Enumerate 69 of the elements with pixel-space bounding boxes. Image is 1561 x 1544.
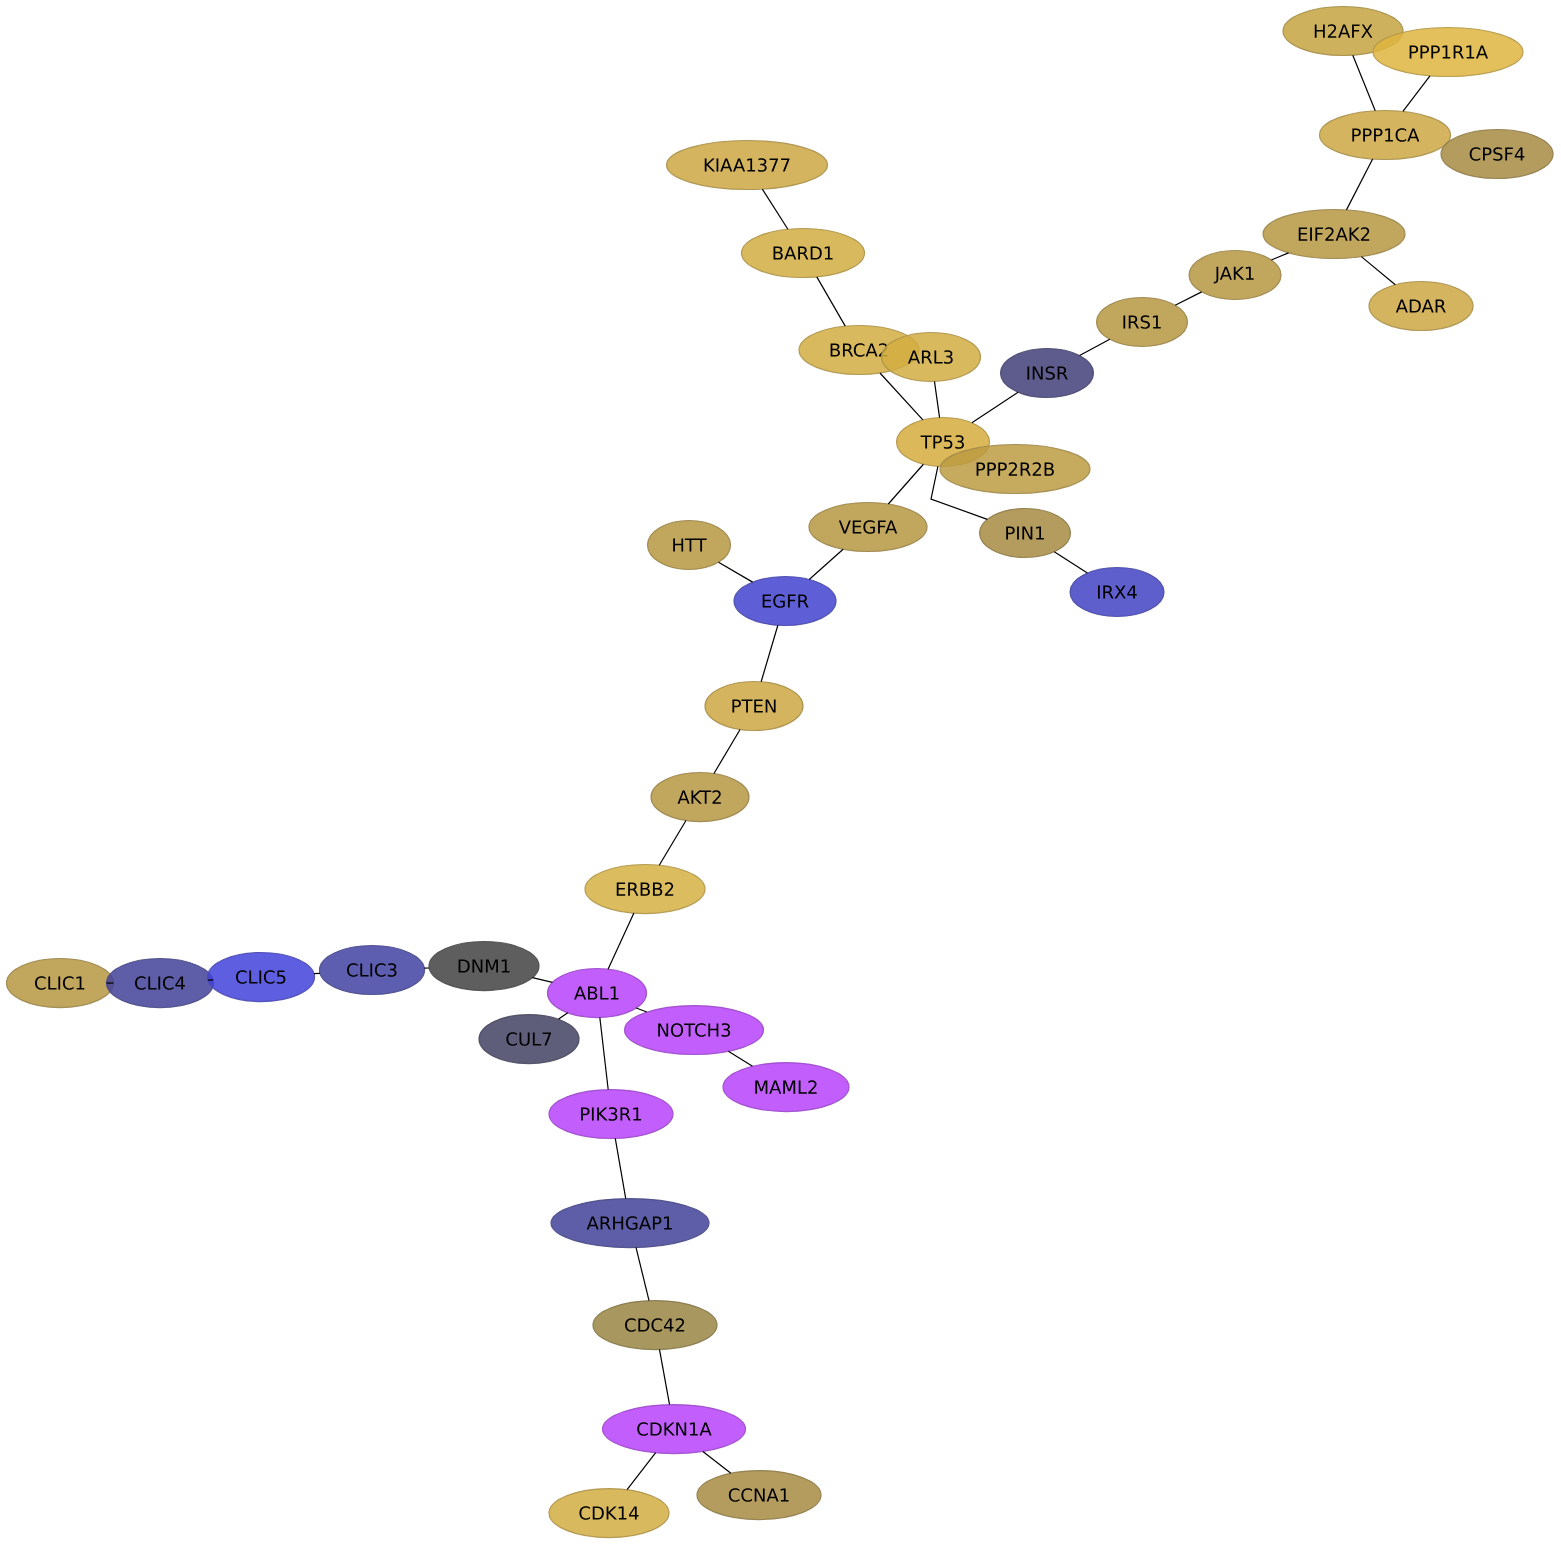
gene-node: IRS1 <box>1095 296 1189 348</box>
edge-line <box>816 276 846 327</box>
gene-node: ABL1 <box>546 967 648 1019</box>
gene-node: CDK14 <box>548 1487 670 1539</box>
gene-node: CLIC4 <box>105 957 215 1009</box>
edge-line <box>713 728 741 775</box>
edge-line <box>808 548 844 581</box>
edge-line <box>313 972 321 975</box>
edge-line <box>887 463 924 505</box>
gene-node: ERBB2 <box>584 863 706 915</box>
gene-node: NOTCH3 <box>623 1004 765 1056</box>
edge-line <box>717 561 754 583</box>
gene-node: PPP1CA <box>1318 109 1452 161</box>
gene-node: CDC42 <box>592 1299 718 1351</box>
gene-node: CLIC3 <box>318 944 426 996</box>
gene-node: CDKN1A <box>601 1403 747 1455</box>
gene-node: MAML2 <box>722 1061 850 1113</box>
gene-node: ADAR <box>1368 280 1474 332</box>
edge-line <box>971 391 1019 424</box>
edge-line <box>930 465 988 520</box>
edge-line <box>1053 551 1088 574</box>
edge-line <box>105 982 115 984</box>
gene-node: AKT2 <box>650 771 750 823</box>
gene-node: IRX4 <box>1069 566 1165 618</box>
edge-line <box>614 1137 627 1200</box>
gene-node: KIAA1377 <box>665 139 829 191</box>
gene-node: CUL7 <box>478 1013 580 1065</box>
gene-node: PPP1R1A <box>1372 26 1524 78</box>
gene-node: HTT <box>646 519 732 571</box>
edge-line <box>658 1348 671 1406</box>
edge-line <box>1352 54 1376 112</box>
gene-node: VEGFA <box>808 501 928 553</box>
edge-line <box>635 1007 648 1013</box>
edge-line <box>207 979 214 981</box>
edge-line <box>423 967 430 969</box>
edge-line <box>702 1450 732 1474</box>
gene-node: CLIC5 <box>206 951 316 1003</box>
edge-line <box>1360 256 1396 286</box>
gene-node: DNM1 <box>428 940 540 992</box>
gene-node: CLIC1 <box>5 957 115 1009</box>
edge-line <box>879 372 924 421</box>
edge-line <box>1402 75 1431 113</box>
gene-node: ARHGAP1 <box>550 1197 710 1249</box>
edge-line <box>607 912 635 970</box>
edge-line <box>599 1016 609 1091</box>
gene-node: INSR <box>999 347 1095 399</box>
edge-line <box>626 1452 657 1491</box>
gene-node: H2AFX <box>1282 5 1404 57</box>
edge-line <box>761 188 789 230</box>
gene-node: CPSF4 <box>1440 128 1554 180</box>
edge-line <box>635 1246 650 1302</box>
edge-line <box>933 380 941 419</box>
gene-node: PTEN <box>704 680 804 732</box>
gene-node: PIK3R1 <box>548 1088 674 1140</box>
edge-line <box>760 624 779 683</box>
gene-node: BARD1 <box>740 227 866 279</box>
edge-line <box>727 1050 754 1067</box>
edge-line <box>531 977 554 983</box>
edge-line <box>658 819 687 866</box>
edge-line <box>1270 252 1290 261</box>
edge-line <box>1174 291 1203 306</box>
gene-node: CCNA1 <box>696 1469 822 1521</box>
edge-line <box>1079 338 1111 357</box>
gene-node: PIN1 <box>978 507 1072 559</box>
edge-line <box>557 1012 569 1020</box>
gene-node: EGFR <box>733 575 837 627</box>
gene-node: EIF2AK2 <box>1262 208 1406 260</box>
gene-node: JAK1 <box>1188 249 1282 301</box>
edge-line <box>1345 158 1374 211</box>
